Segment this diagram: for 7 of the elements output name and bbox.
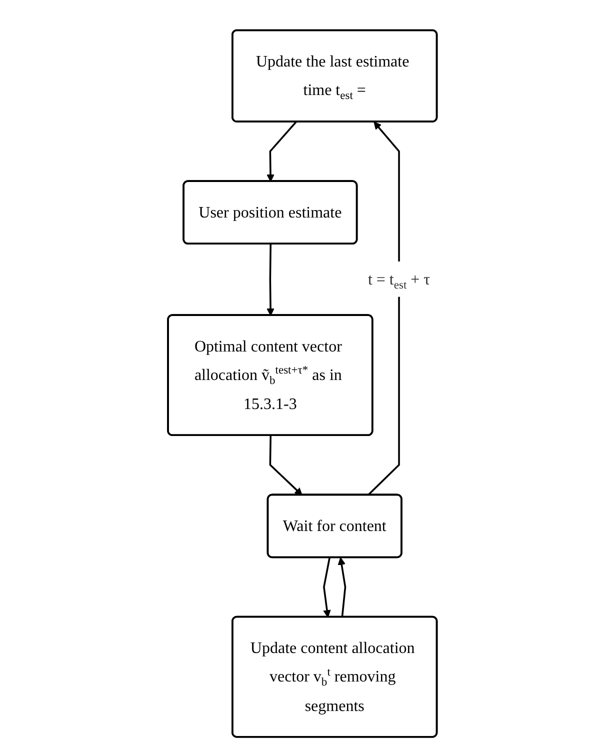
arrow	[323, 558, 331, 618]
arrow	[269, 436, 302, 496]
arrow	[266, 121, 297, 182]
arrow	[338, 557, 346, 618]
arrow	[266, 244, 274, 316]
arrow	[367, 122, 400, 496]
edge-label: t = t$_{est}$ + τ	[368, 270, 430, 292]
